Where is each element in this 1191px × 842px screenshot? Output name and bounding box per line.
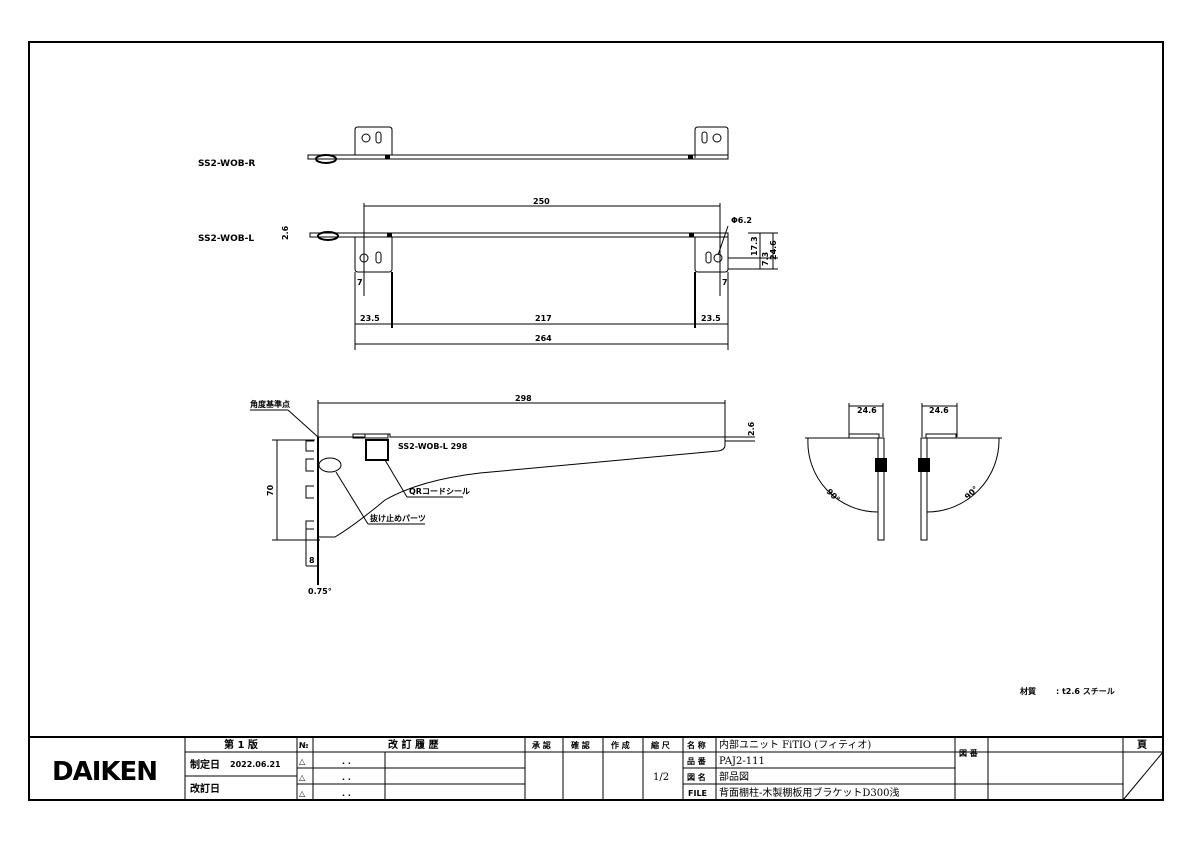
side-view-bracket: 298 2.6 SS2-WOB-L 298 角度基準点 QRコードシール 抜け止…: [250, 394, 756, 596]
revision-mark-2: △: [299, 773, 306, 782]
dim-side-width-left: 24.6: [857, 406, 877, 415]
callout-qr-seal: QRコードシール: [409, 487, 470, 496]
file-name: 背面棚柱-木製棚板用ブラケットD300浅: [719, 786, 899, 799]
dim-side-width-right: 24.6: [929, 406, 949, 415]
dim-hole-dia: Φ6.2: [731, 216, 752, 225]
callout-reference-point: 角度基準点: [250, 399, 290, 409]
revision-date-2: . .: [342, 773, 351, 782]
dim-seg-mid: 217: [535, 314, 552, 323]
material-label: 材質: [1020, 686, 1036, 696]
dim-hole-pitch: 250: [533, 197, 550, 206]
product-name: 内部ユニット FiTIO (フィティオ): [719, 738, 871, 751]
top-view-right-bracket: SS2-WOB-R: [198, 126, 729, 169]
dim-hole-edge-left: 7: [357, 278, 363, 287]
dim-tab-height: 17.3: [750, 236, 759, 256]
callout-retainer: 抜け止めパーツ: [370, 513, 426, 523]
established-date: 2022.06.21: [230, 760, 281, 769]
revision-date-1: . .: [342, 757, 351, 766]
company-logo: DAIKEN: [52, 757, 157, 787]
part-label-right: SS2-WOB-R: [198, 159, 255, 169]
drawing-name: 部品図: [719, 770, 749, 783]
part-no-label: 品 番: [687, 756, 707, 766]
dim-tip-thickness: 2.6: [747, 421, 756, 436]
revision-date-3: . .: [342, 789, 351, 798]
dim-hole-offset: 7.3: [761, 252, 770, 266]
angle-left: 90°: [825, 487, 842, 504]
revised-label: 改訂日: [190, 782, 220, 795]
drawing-no-label: 図 番: [959, 748, 979, 758]
scale-value: 1/2: [653, 772, 669, 783]
drawing-name-label: 図 名: [687, 772, 706, 782]
dim-total-width: 264: [535, 334, 552, 343]
checked-header: 確 認: [571, 740, 590, 750]
dim-tilt: 0.75°: [308, 587, 332, 596]
part-no: PAJ2-111: [719, 756, 765, 767]
scale-header: 縮 尺: [651, 740, 670, 750]
name-label: 名 称: [687, 740, 706, 750]
dim-seg-right: 23.5: [701, 314, 721, 323]
approved-header: 承 認: [532, 740, 551, 750]
top-view-left-bracket: SS2-WOB-L 250 Φ6.2 2.6 17.3 7.3 24.6 7 7…: [198, 197, 778, 350]
part-label-left: SS2-WOB-L: [198, 234, 254, 244]
revision-mark-3: △: [299, 789, 306, 798]
marking-text: SS2-WOB-L 298: [398, 442, 468, 451]
page-label: 頁: [1137, 739, 1147, 751]
established-label: 制定日: [190, 758, 220, 771]
drawing-frame: [28, 41, 1164, 801]
material-value: : t2.6 スチール: [1056, 687, 1115, 696]
angle-right: 90°: [963, 484, 980, 501]
drawn-header: 作 成: [611, 740, 630, 750]
file-label: FILE: [688, 789, 707, 798]
revision-header: 改 訂 履 歴: [388, 738, 438, 751]
no-header: №: [299, 741, 309, 750]
dim-thickness: 2.6: [281, 225, 290, 240]
dim-hole-edge-right: 7: [722, 278, 728, 287]
dim-tab-total: 24.6: [769, 240, 778, 260]
dim-hook-offset: 8: [309, 556, 315, 565]
end-view-right: 24.6 90°: [918, 403, 1002, 541]
dim-depth: 298: [515, 394, 532, 403]
dim-seg-left: 23.5: [360, 314, 380, 323]
title-block: DAIKEN 第 1 版 制定日 2022.06.21 改訂日 № 改 訂 履 …: [29, 736, 1164, 801]
dim-height: 70: [266, 484, 275, 496]
revision-mark-1: △: [299, 757, 306, 766]
edition: 第 1 版: [224, 738, 258, 751]
end-view-left: 24.6 90°: [805, 403, 887, 541]
